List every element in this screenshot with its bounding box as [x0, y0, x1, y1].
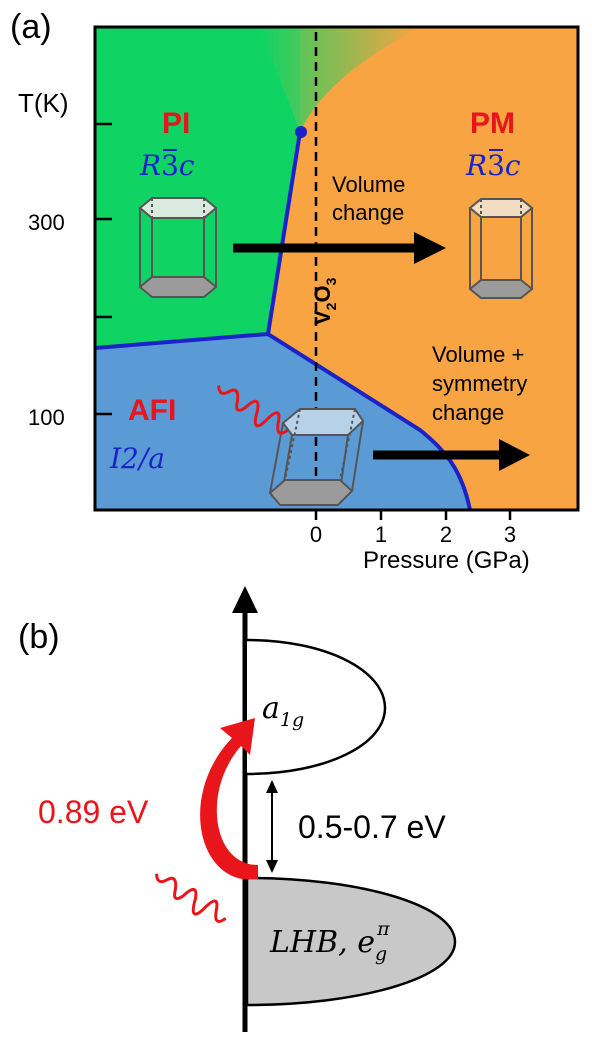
photon-wave-icon-b [155, 873, 227, 923]
pi-label: PI [162, 107, 190, 140]
volume-symmetry-text: Volume + symmetry change [432, 342, 533, 425]
afi-symmetry-label: I2/a [109, 442, 165, 475]
energy-axis-arrowhead [232, 586, 258, 613]
pi-crystal-icon [138, 197, 218, 298]
plot-frame [93, 25, 580, 512]
excitation-label: 0.89 eV [38, 794, 149, 830]
y-tick-label-100: 100 [28, 405, 65, 430]
pi-region [95, 27, 300, 348]
x-tick-label-0: 0 [310, 522, 322, 547]
lower-band-label: LHB, egπ [269, 918, 390, 965]
pm-label: PM [470, 107, 515, 140]
afi-label: AFI [128, 394, 176, 427]
pm-crystal-icon [468, 198, 534, 299]
lower-band-lhb [245, 876, 457, 1007]
pm-region [268, 27, 578, 510]
gap-label: 0.5-0.7 eV [298, 809, 446, 845]
x-axis-label: Pressure (GPa) [363, 547, 530, 574]
excitation-arrow [200, 718, 258, 879]
x-tick-label-3: 3 [504, 522, 516, 547]
y-axis-label: T(K) [18, 88, 69, 118]
upper-band-a1g [246, 638, 387, 776]
x-tick-label-1: 1 [375, 522, 387, 547]
v2o3-label: V2O3 [310, 277, 339, 325]
pi-pm-boundary [266, 131, 302, 335]
pi-symmetry-label: R3c [139, 149, 195, 182]
upper-band-label: a1g [262, 691, 304, 731]
gap-arrow-head-up [266, 780, 278, 793]
volume-symmetry-arrowhead [499, 439, 530, 471]
panel-a-label: (a) [10, 8, 52, 46]
gap-arrow-head-down [266, 860, 278, 873]
panel-b-label: (b) [18, 618, 60, 656]
pm-symmetry-label: R3c [465, 149, 521, 182]
photon-wave-icon [217, 385, 289, 435]
afi-crystal-icon [268, 408, 365, 506]
volume-change-text: Volume change [332, 172, 412, 225]
afi-region [95, 334, 470, 510]
x-tick-label-2: 2 [440, 522, 452, 547]
volume-change-arrowhead [414, 232, 446, 264]
critical-point [295, 126, 307, 138]
y-tick-label-300: 300 [28, 210, 65, 235]
crossover-region [258, 27, 420, 132]
phase-diagram [93, 25, 580, 520]
